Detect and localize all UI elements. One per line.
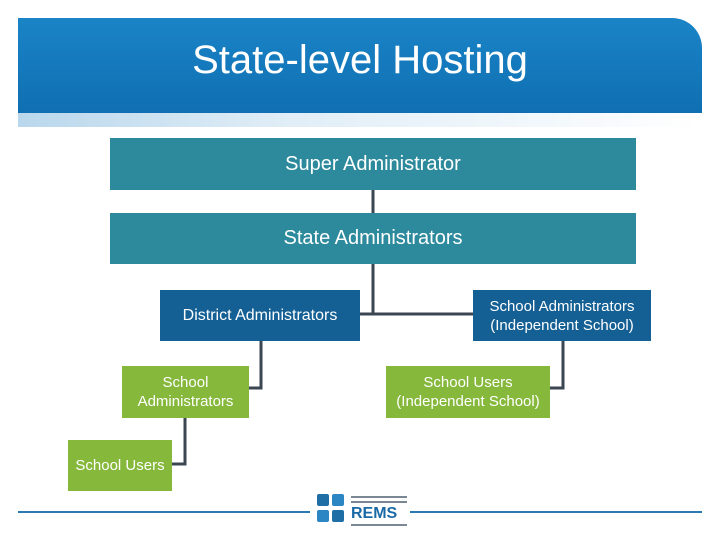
title-banner [18,18,702,113]
logo-text: REMS [351,505,398,522]
footer-line-left [18,511,310,513]
connector-schooladmins-users [172,418,187,466]
banner-shadow [18,113,702,127]
footer-line-right [410,511,702,513]
rems-logo: REMS [313,491,407,527]
school-users-label: School Users [75,457,165,474]
logo-square-icon [332,494,344,506]
state-administrators-box: State Administrators [110,213,636,264]
super-administrator-label: Super Administrator [285,152,461,175]
slide-title: State-level Hosting [192,38,528,82]
logo-square-icon [317,510,329,522]
school-administrators-box: School Administrators [122,366,249,418]
state-administrators-label: State Administrators [283,227,463,249]
logo-square-icon [317,494,329,506]
district-administrators-box: District Administrators [160,290,360,341]
independent-school-users-box: School Users (Independent School) [386,366,550,418]
connector-state-district [360,264,375,316]
independent-school-administrators-label: School Administrators (Independent Schoo… [489,297,635,334]
independent-school-users-label: School Users (Independent School) [396,374,540,410]
logo-square-icon [332,510,344,522]
connector-independent-users [550,341,565,390]
logo-detail-bar [351,501,407,503]
logo-detail-bar [351,524,407,526]
district-administrators-label: District Administrators [182,307,338,324]
connector-district-schooladmins [249,341,263,390]
independent-school-administrators-box: School Administrators (Independent Schoo… [473,290,651,341]
school-administrators-label: School Administrators [137,374,234,410]
logo-detail-bar [351,496,407,498]
school-users-box: School Users [68,440,172,491]
super-administrator-box: Super Administrator [110,138,636,190]
